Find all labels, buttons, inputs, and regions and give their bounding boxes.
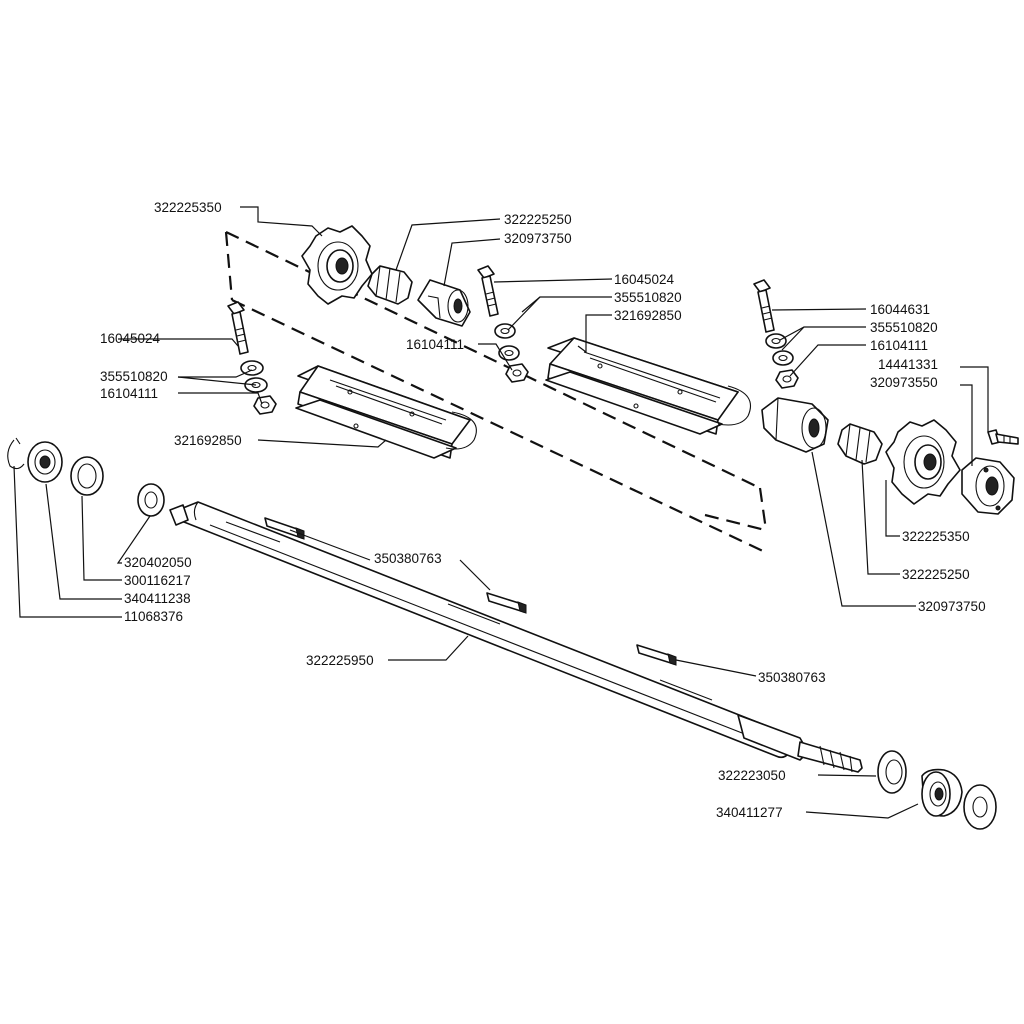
label-322225950: 322225950 [306,653,374,668]
washer-right-lower [772,350,794,366]
bolt-middle [477,265,499,317]
shaft-key-right [636,644,677,666]
shaft-key-middle [486,592,527,614]
label-11068376: 11068376 [124,609,183,624]
bolt-left [227,301,249,355]
label-320973550: 320973550 [870,375,938,390]
label-16104111-left: 16104111 [100,386,158,401]
leader-lines [13,206,989,819]
label-355510820-right: 355510820 [870,320,938,335]
circlip-left [7,437,25,470]
label-16044631: 16044631 [870,302,930,317]
screw-right [987,429,1019,445]
bushing-right-end [877,750,907,794]
label-320973750-top: 320973750 [504,231,572,246]
washer-left-upper [240,360,264,376]
scraper-blade-middle [545,337,752,435]
label-322225250-top: 322225250 [504,212,572,227]
label-350380763-a: 350380763 [374,551,442,566]
label-322225250-right: 322225250 [902,567,970,582]
label-321692850-mid: 321692850 [614,308,682,323]
sprocket-top [301,225,373,305]
bearing-right-end [921,768,963,817]
label-14441331: 14441331 [878,357,938,372]
label-340411277: 340411277 [716,805,783,820]
bearing-housing-middle [761,397,829,453]
label-16104111-right: 16104111 [870,338,928,353]
label-322225350-top: 322225350 [154,200,222,215]
label-300116217: 300116217 [124,573,191,588]
washer-left [137,483,165,517]
washer-right-end [963,784,997,830]
drive-shaft [169,501,863,773]
label-340411238: 340411238 [124,591,191,606]
bearing-flange-right [961,457,1015,515]
label-355510820-mid: 355510820 [614,290,682,305]
label-350380763-b: 350380763 [758,670,826,685]
hub-right [837,423,883,465]
label-16045024-right: 16045024 [614,272,675,287]
label-320973750-right: 320973750 [918,599,986,614]
label-322225350-right: 322225350 [902,529,970,544]
scraper-blade-left [295,365,477,459]
nut-right [775,369,799,389]
sprocket-right [885,419,961,505]
hub-top [367,265,413,305]
nut-left [253,395,277,415]
label-321692850-left: 321692850 [174,433,242,448]
label-16104111-mid: 16104111 [406,337,464,352]
label-322223050: 322223050 [718,768,786,783]
label-320402050: 320402050 [124,555,192,570]
washer-right-upper [765,333,787,349]
label-16045024-left: 16045024 [100,331,161,346]
bolt-right [753,279,775,333]
shaft-key-left [264,517,305,540]
bearing-housing-top [417,279,471,327]
part-number-labels: 322225350 322225250 320973750 16045024 3… [100,200,986,820]
bearing-left [27,441,63,483]
split-bushing-left [70,456,104,496]
label-355510820-left: 355510820 [100,369,168,384]
